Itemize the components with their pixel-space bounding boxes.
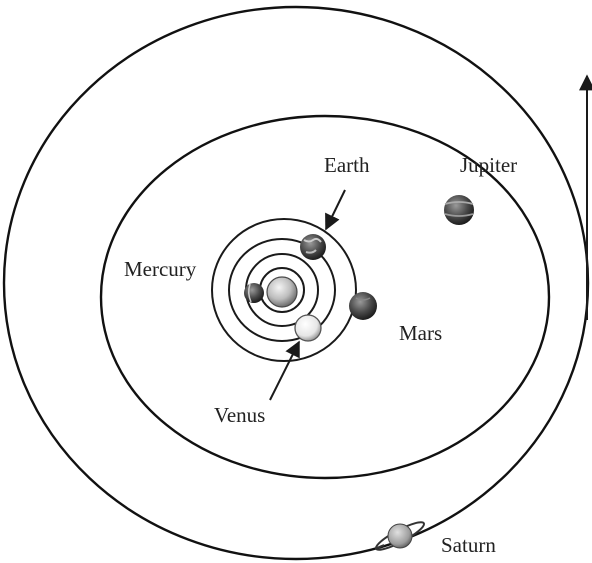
label-venus: Venus <box>214 403 265 427</box>
earth-planet-icon <box>300 234 326 260</box>
label-saturn: Saturn <box>441 533 496 557</box>
mercury-planet-icon <box>244 283 264 303</box>
label-jupiter: Jupiter <box>460 153 517 177</box>
venus-pointer-arrow <box>270 342 299 400</box>
mars-planet-icon <box>349 292 377 320</box>
orbits <box>4 7 588 559</box>
label-mercury: Mercury <box>124 257 197 281</box>
jupiter-planet-icon <box>444 195 474 225</box>
sun-icon <box>267 277 297 307</box>
venus-planet-icon <box>295 315 321 341</box>
earth-pointer-arrow <box>326 190 345 229</box>
label-earth: Earth <box>324 153 370 177</box>
saturn-planet-icon <box>373 518 426 554</box>
label-mars: Mars <box>399 321 442 345</box>
